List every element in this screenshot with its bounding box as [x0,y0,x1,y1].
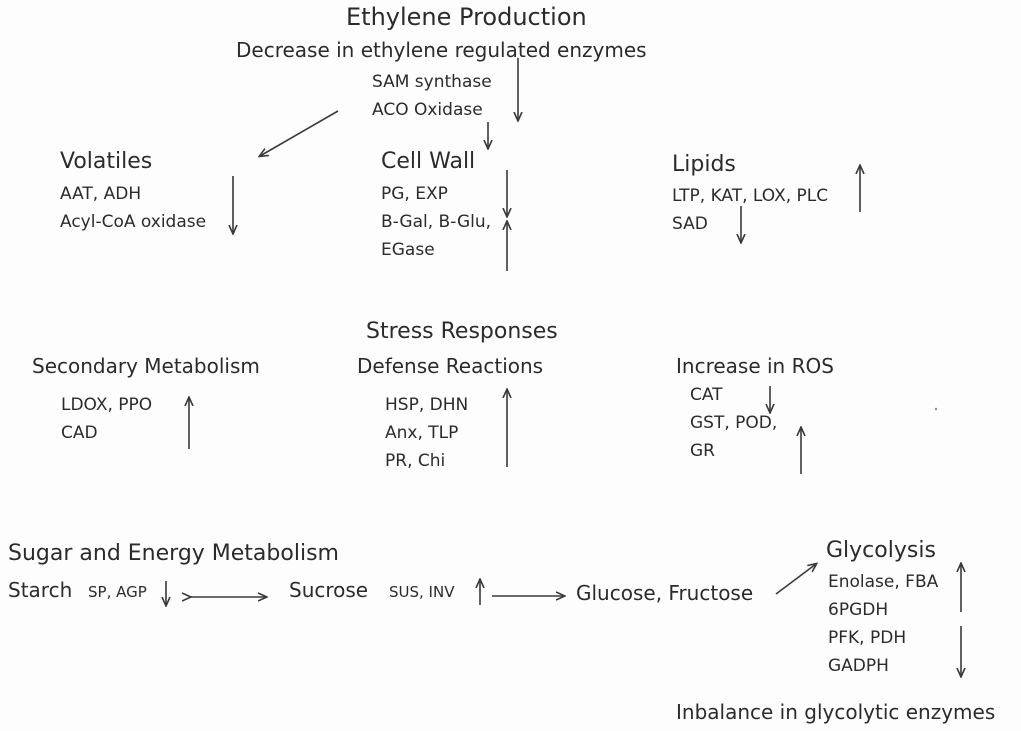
volatiles-enzyme-1: AAT, ADH [60,184,142,204]
glycolysis-footer: Inbalance in glycolytic enzymes [676,700,996,724]
ros-title: Increase in ROS [676,354,834,378]
sugar-title: Sugar and Energy Metabolism [8,541,339,566]
lipids-enzyme-1: LTP, KAT, LOX, PLC [672,186,829,206]
volatiles-enzyme-2: Acyl-CoA oxidase [60,212,207,232]
volatiles-title: Volatiles [60,149,153,174]
enzyme-aco: ACO Oxidase [372,100,483,120]
secondary-title: Secondary Metabolism [32,354,260,378]
cellwall-enzyme-3: EGase [381,240,435,260]
secondary-enzyme-2: CAD [61,423,98,443]
glycolysis-title: Glycolysis [826,538,936,563]
cellwall-title: Cell Wall [381,149,476,174]
lipids-title: Lipids [672,152,736,177]
lipids-enzyme-2: SAD [672,214,708,234]
ethylene-title: Ethylene Production [346,3,587,31]
ethylene-subtitle: Decrease in ethylene regulated enzymes [236,38,647,62]
secondary-enzyme-1: LDOX, PPO [61,395,153,415]
stress-title: Stress Responses [366,319,558,344]
defense-enzyme-3: PR, Chi [385,451,446,471]
glycolysis-enzyme-3: PFK, PDH [828,628,907,648]
glycolysis-enzyme-4: GADPH [828,656,889,676]
defense-enzyme-2: Anx, TLP [385,423,459,443]
enzyme-sam: SAM synthase [372,72,492,92]
ros-enzyme-1: CAT [690,385,723,405]
glucose-label: Glucose, Fructose [576,581,754,605]
to-volatiles-arrow [260,110,339,156]
sucrose-enzymes: SUS, INV [389,583,455,601]
starch-label: Starch [8,578,73,602]
sucrose-label: Sucrose [289,578,369,602]
defense-title: Defense Reactions [357,354,544,378]
cellwall-enzyme-2: B-Gal, B-Glu, [381,212,492,232]
starch-enzymes: SP, AGP [88,583,147,601]
speck [934,407,938,411]
glycolysis-enzyme-2: 6PGDH [828,600,889,620]
defense-enzyme-1: HSP, DHN [385,395,469,415]
ros-enzyme-2: GST, POD, [690,413,778,433]
cellwall-enzyme-1: PG, EXP [381,184,448,204]
ros-enzyme-3: GR [690,441,715,461]
to-glycolysis-arrow [775,564,816,595]
glycolysis-enzyme-1: Enolase, FBA [828,572,939,592]
